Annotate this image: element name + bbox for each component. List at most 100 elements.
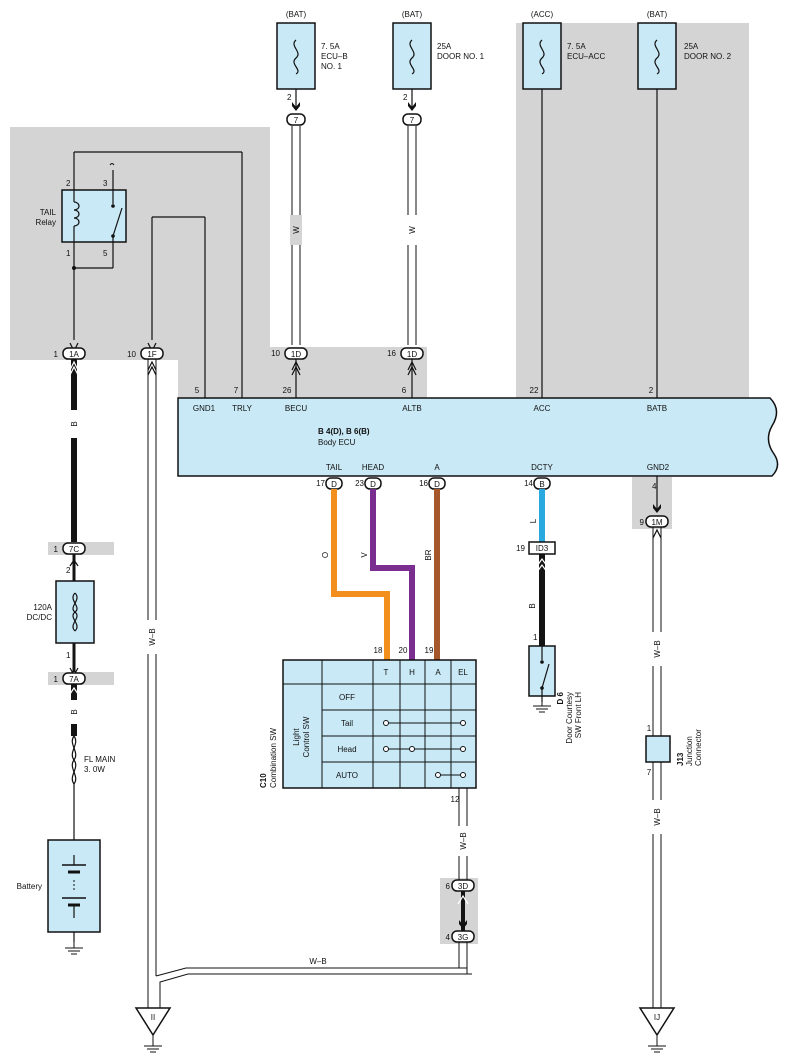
pin-number: 1 — [533, 633, 538, 642]
combo-output-wire: W–B 6 3D 4 3G — [446, 788, 475, 974]
dcdc-fuse: 120A DC/DC 1 — [27, 580, 95, 672]
ecu-pin-name: TAIL — [326, 463, 343, 472]
connector-1f: 10 1F — [127, 342, 164, 360]
pin-number: 16 — [419, 479, 428, 488]
connector-label: D — [370, 480, 376, 489]
ecu-code: B 4(D), B 6(B) — [318, 427, 370, 436]
j13-name-2: Connector — [694, 729, 703, 766]
fl-main-rating: 3. 0W — [84, 765, 105, 774]
fuse-rating: 25A — [684, 42, 699, 51]
pin-number: 6 — [446, 882, 451, 891]
ecu-pin-num: 22 — [530, 386, 539, 395]
junction-connector-j13: 1 7 J13 Junction Connector W–B — [645, 724, 703, 1008]
fuse-source: (BAT) — [402, 10, 423, 19]
pin-number: 1 — [54, 675, 59, 684]
ecu-pin-name: BECU — [285, 404, 307, 413]
ecu-pin-name: BATB — [647, 404, 667, 413]
ecu-pin-num: 6 — [402, 386, 407, 395]
combo-row-label: Head — [337, 745, 356, 754]
fuse-rating: 120A — [33, 603, 52, 612]
pin-number: 18 — [374, 646, 383, 655]
door-sw-name-2: SW Front LH — [574, 692, 583, 738]
tail-relay: TAIL Relay 2 3 1 5 — [36, 163, 127, 258]
connector-label: 3G — [458, 933, 469, 942]
signal-wires: O V BR L — [321, 489, 545, 660]
combo-row-label: Tail — [341, 719, 353, 728]
wire-color-b: B — [70, 709, 79, 714]
pin-number: 4 — [446, 933, 451, 942]
ecu-pin-name: A — [434, 463, 440, 472]
fuse-rating: 25A — [437, 42, 452, 51]
pin-number: 7 — [647, 768, 652, 777]
pin-number: 12 — [451, 795, 460, 804]
ecu-pin-num: 26 — [283, 386, 292, 395]
combo-name: Combination SW — [269, 728, 278, 788]
pin-number: 1 — [647, 724, 652, 733]
connector-7a: 1 7A — [54, 667, 86, 685]
ecu-pin-name: HEAD — [362, 463, 384, 472]
fuse-ecu-acc: (ACC) 7. 5A ECU–ACC — [522, 10, 605, 90]
connector-label: B — [539, 480, 544, 489]
fuse-name: DOOR NO. 1 — [437, 52, 485, 61]
fuse-source: (BAT) — [647, 10, 668, 19]
fuse-name: DOOR NO. 2 — [684, 52, 732, 61]
combo-col-label: A — [435, 668, 441, 677]
pin-number: 14 — [524, 479, 533, 488]
ecu-pin-num: 7 — [234, 386, 239, 395]
ecu-name: Body ECU — [318, 438, 356, 447]
ecu-pin-name: ACC — [534, 404, 551, 413]
pin-number: 23 — [355, 479, 364, 488]
wire-color-wb: W–B — [653, 640, 662, 657]
pin-number: 20 — [399, 646, 408, 655]
combo-row-label: OFF — [339, 693, 355, 702]
ground-label: IJ — [654, 1013, 660, 1022]
wire-color-wb: W–B — [309, 957, 326, 966]
door-sw-code: D 6 — [556, 691, 565, 704]
pin-number: 10 — [271, 349, 280, 358]
j13-code: J13 — [676, 752, 685, 766]
connector-1d-altb: 16 1D — [387, 347, 424, 398]
combo-sub-label: Light — [292, 728, 301, 746]
ecu-pin-name: DCTY — [531, 463, 553, 472]
relay-wires — [72, 151, 243, 398]
fl-main-name: FL MAIN — [84, 755, 115, 764]
fuse-rating: 7. 5A — [567, 42, 586, 51]
relay-name-2: Relay — [36, 218, 56, 227]
connector-7c: 1 7C 2 — [54, 542, 86, 581]
combo-col-label: EL — [458, 668, 468, 677]
wire-color-w: W — [292, 226, 301, 234]
ground-point-ii: II — [134, 1007, 172, 1053]
wire-color-br: BR — [424, 549, 433, 560]
wire-color-wb: W–B — [148, 628, 157, 645]
connector-label: 1F — [147, 350, 156, 359]
j13-name: Junction — [685, 736, 694, 766]
wire-color-b: B — [528, 603, 537, 608]
fuse-name: ECU–ACC — [567, 52, 605, 61]
ground-label: II — [151, 1013, 155, 1022]
pin-number: 1 — [54, 545, 59, 554]
wire-color-v: V — [360, 552, 369, 558]
pin-number: 19 — [425, 646, 434, 655]
ecu-pin-name: TRLY — [232, 404, 253, 413]
pin-number: 4 — [652, 482, 657, 491]
wire-color-l: L — [529, 518, 538, 523]
fuse-ecu-b: (BAT) 7. 5A ECU–B NO. 1 2 7 — [276, 10, 348, 126]
fuse-name: ECU–B — [321, 52, 348, 61]
fl-main: B FL MAIN 3. 0W — [66, 684, 115, 840]
fuse-door-no1: (BAT) 25A DOOR NO. 1 2 7 — [392, 10, 485, 126]
ecu-pin-name: GND2 — [647, 463, 670, 472]
pin-number: 10 — [127, 350, 136, 359]
fuse-pin: 2 — [287, 93, 292, 102]
ecu-pin-num: 2 — [649, 386, 654, 395]
battery-main-wire: B — [66, 359, 82, 542]
pin-number: 17 — [316, 479, 325, 488]
fuse-door-no2: (BAT) 25A DOOR NO. 2 — [637, 10, 732, 90]
combination-switch: 18 20 19 T H A EL OFF Tail Head AUTO — [259, 646, 477, 804]
ecu-bottom-connectors: 17 D 23 D 16 D 14 B 4 — [316, 477, 657, 491]
fuse-source: (BAT) — [286, 10, 307, 19]
pin-number: 9 — [640, 518, 645, 527]
fuse-rating: 7. 5A — [321, 42, 340, 51]
fuse-pin: 2 — [403, 93, 408, 102]
relay-pin: 3 — [103, 179, 108, 188]
